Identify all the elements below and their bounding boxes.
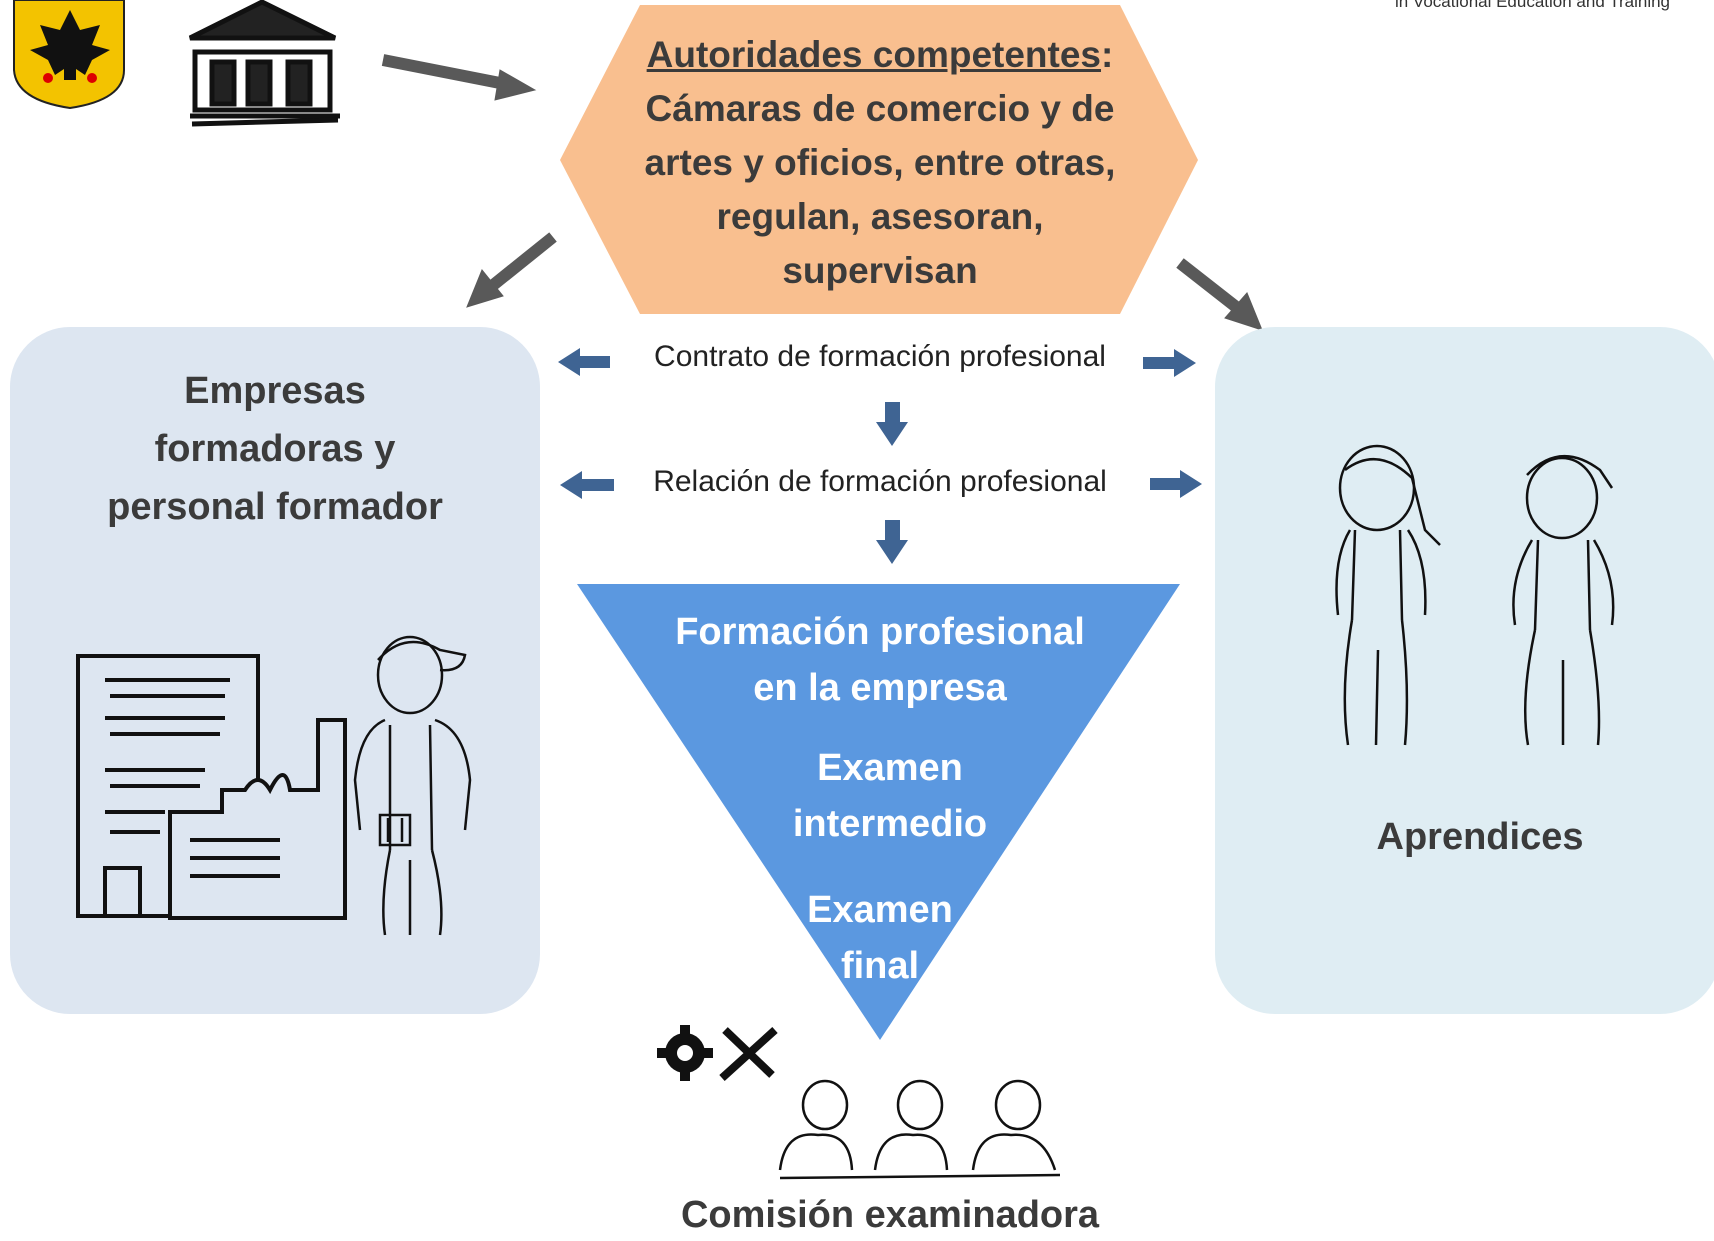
examination-board-title: Comisión examinadora <box>680 1194 1100 1236</box>
final-exam-line-1: Examen <box>807 889 953 931</box>
authority-title-colon: : <box>1101 34 1114 75</box>
authority-title: Autoridades competentes <box>646 34 1102 75</box>
companies-title-line-1: Empresas <box>184 370 366 412</box>
federal-eagle-icon <box>13 0 125 110</box>
gear-icon <box>657 1025 713 1081</box>
companies-title-line-2: formadoras y <box>154 428 396 470</box>
apprentices-title: Aprendices <box>1376 816 1584 858</box>
authority-line-1: Cámaras de comercio y de <box>645 88 1115 129</box>
final-exam-line-2: final <box>840 945 920 987</box>
intermediate-exam: Examen intermedio <box>740 740 1040 852</box>
authority-line-2: artes y oficios, entre otras, <box>644 142 1116 183</box>
relation-label: Relación de formación profesional <box>653 465 1107 498</box>
authority-line-4: supervisan <box>782 250 978 291</box>
apprentices-panel <box>1215 327 1714 1014</box>
relation-arrows <box>558 348 1202 564</box>
final-exam: Examen final <box>730 882 1030 994</box>
header-note: in Vocational Education and Training <box>1394 0 1670 11</box>
training-title-line-1: Formación profesional <box>675 611 1085 653</box>
authority-text: Autoridades competentes: Cámaras de come… <box>600 28 1160 298</box>
government-building-icon <box>188 0 340 127</box>
companies-title: Empresas formadoras y personal formador <box>60 362 490 536</box>
examiners-icon <box>778 1079 1061 1180</box>
contract-label: Contrato de formación profesional <box>654 340 1106 373</box>
intermediate-exam-line-2: intermedio <box>792 803 988 845</box>
training-title-line-2: en la empresa <box>753 667 1007 709</box>
intermediate-exam-line-1: Examen <box>817 747 963 789</box>
authority-line-3: regulan, asesoran, <box>716 196 1044 237</box>
wrench-icon <box>719 1027 778 1081</box>
companies-title-line-3: personal formador <box>107 486 443 528</box>
training-title: Formación profesional en la empresa <box>620 604 1140 716</box>
